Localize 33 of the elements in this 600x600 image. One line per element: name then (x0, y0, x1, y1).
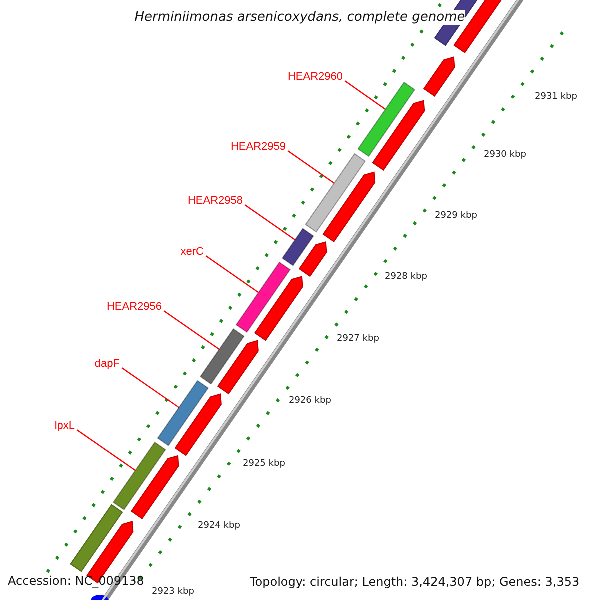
scale-label: 2928 kbp (385, 272, 428, 282)
gene-label: HEAR2960 (288, 71, 343, 83)
gene-label: HEAR2959 (230, 141, 286, 153)
scale-label: 2929 kbp (435, 211, 478, 221)
gene-bar (157, 380, 210, 446)
scale-label: 2924 kbp (198, 521, 240, 531)
leader-line (122, 368, 180, 408)
scale-label: 2925 kbp (243, 459, 286, 469)
info-text: Accession: NC_009138 (8, 574, 144, 588)
leader-line (76, 430, 136, 472)
leader-line (206, 256, 260, 294)
gene-label: lpxL (54, 420, 75, 432)
gene-bar (236, 262, 291, 334)
gene-label: dapF (94, 358, 120, 370)
gene-bar (305, 153, 366, 233)
gene-bar (112, 442, 166, 511)
leader-line (344, 80, 386, 110)
gene-label: HEAR2956 (106, 301, 162, 313)
scale-label: 2931 kbp (535, 92, 578, 102)
scale-label: 2926 kbp (289, 396, 332, 406)
leader-line (244, 204, 296, 241)
info-text: Topology: circular; Length: 3,424,307 bp; Genes: 3,353 (250, 575, 580, 589)
scale-label: 2923 kbp (152, 587, 194, 597)
gene-label: xerC (180, 246, 204, 258)
gene-bar (200, 328, 245, 385)
gene-label: HEAR2958 (188, 195, 243, 207)
title: Herminiimonas arsenicoxydans, complete genome (134, 10, 466, 25)
leader-line (164, 310, 220, 350)
scale-label: 2927 kbp (337, 334, 380, 344)
gene-bar (358, 82, 416, 158)
gene-bar (282, 228, 314, 266)
scale-label: 2930 kbp (484, 150, 526, 160)
leader-line (288, 150, 335, 184)
